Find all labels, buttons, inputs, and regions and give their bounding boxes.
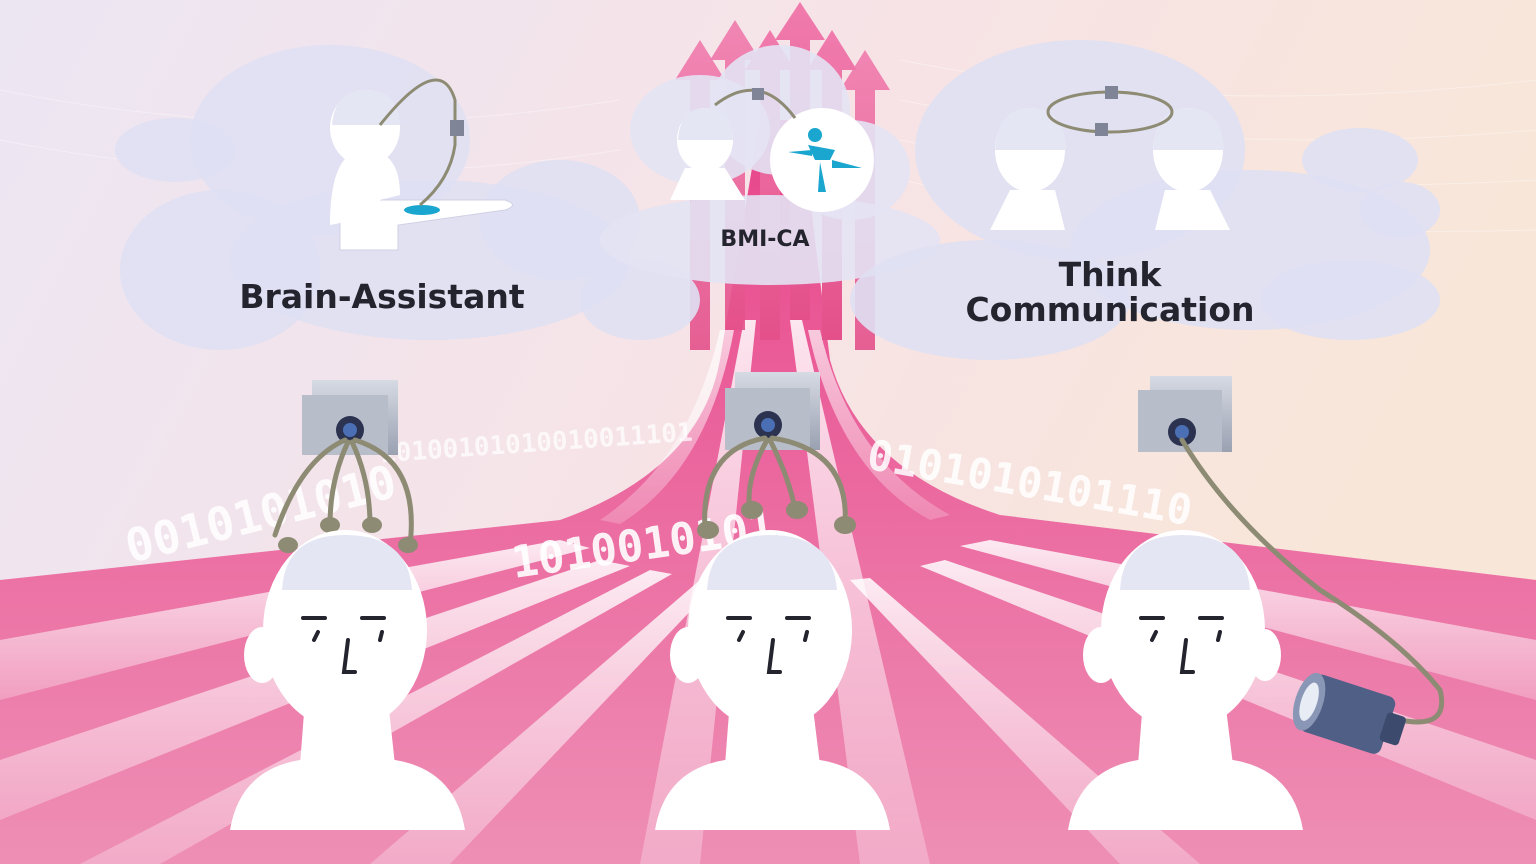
electrode-wires — [272, 435, 1444, 725]
electrodes — [278, 501, 856, 553]
head-center — [655, 530, 890, 830]
brain-assistant-figure — [330, 78, 513, 251]
camera-right — [1138, 376, 1232, 452]
label-think-communication: Think Communication — [960, 255, 1260, 329]
robot-figure-icon — [788, 128, 862, 192]
camera-left — [302, 380, 398, 455]
think-communication-figures — [990, 86, 1230, 230]
label-think-line1: Think — [1058, 255, 1162, 294]
bmi-ca-figure — [670, 88, 874, 212]
neural-device-icon — [1292, 672, 1406, 754]
label-think-line2: Communication — [965, 289, 1255, 329]
label-brain-assistant: Brain-Assistant — [239, 277, 525, 316]
label-bmi-ca: BMI-CA — [720, 227, 810, 252]
camera-icon — [302, 372, 1232, 455]
camera-center — [725, 372, 820, 450]
head-right — [1068, 530, 1303, 830]
cloud-left — [115, 45, 700, 350]
head-left — [230, 530, 465, 830]
